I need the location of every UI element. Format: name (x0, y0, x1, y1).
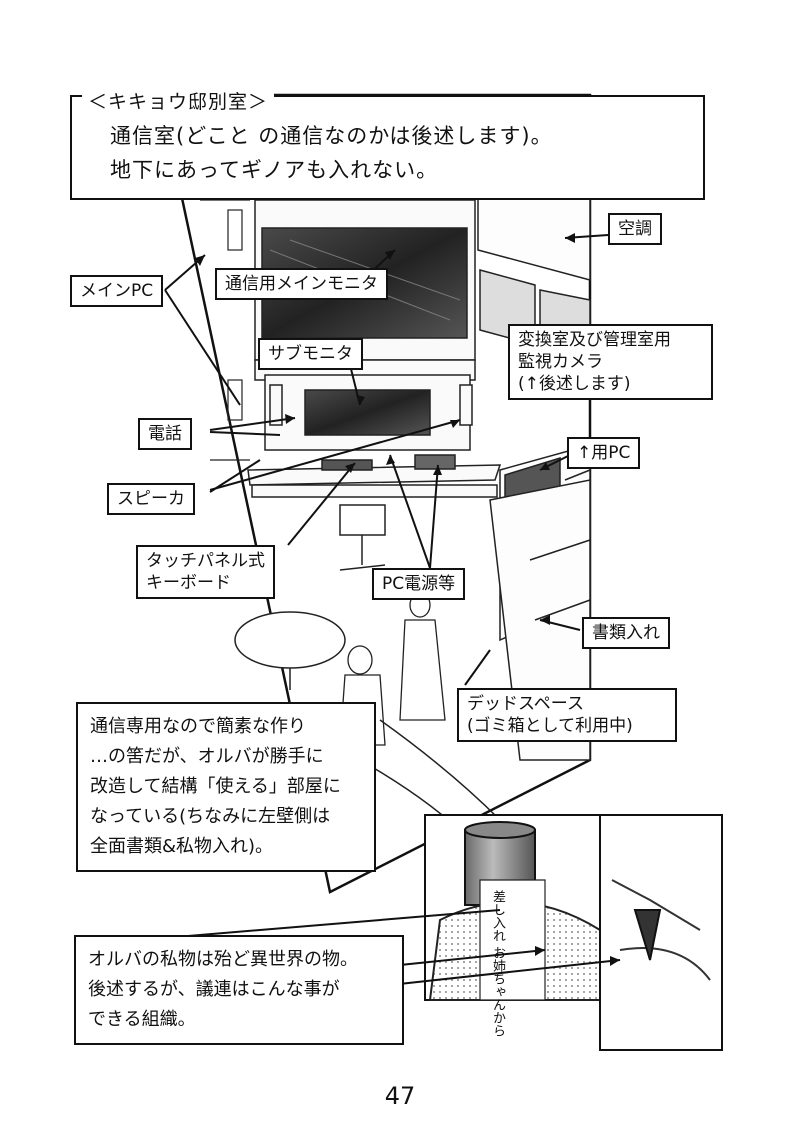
label-main-pc: メインPC (70, 275, 164, 307)
title-line-1: 通信室(どこと の通信なのかは後述します)。 (110, 124, 553, 148)
label-speaker: スピーカ (107, 483, 195, 515)
label-main-monitor: 通信用メインモニタ (215, 268, 388, 300)
label-documents: 書類入れ (582, 617, 670, 649)
label-dead-space: デッドスペース (ゴミ箱として利用中) (457, 688, 677, 742)
title-heading: ＜キキョウ邸別室＞ (82, 90, 275, 114)
handwritten-note: 差し入れ お姉ちゃんから (490, 890, 505, 1038)
left-shelves (200, 199, 250, 561)
room-note-line: 全面書類&私物入れ)。 (90, 836, 274, 857)
room-note-line: …の筈だが、オルバが勝手に (90, 746, 324, 767)
belongings-note-line: できる組織。 (88, 1009, 196, 1030)
label-camera: 変換室及び管理室用 監視カメラ (↑後述します) (508, 324, 713, 400)
room-note-line: 通信専用なので簡素な作り (90, 716, 306, 737)
label-keyboard: タッチパネル式 キーボード (136, 545, 275, 599)
arrow-heads (195, 233, 620, 966)
room-note: 通信専用なので簡素な作り …の筈だが、オルバが勝手に 改造して結構「使える」部屋… (76, 702, 376, 872)
label-arrows (79, 234, 621, 986)
page-number: 47 (384, 1082, 416, 1110)
room-note-line: 改造して結構「使える」部屋に (90, 776, 341, 797)
label-phone: 電話 (138, 418, 192, 450)
inset-panel-right (599, 814, 723, 1051)
floor-table (234, 504, 386, 690)
belongings-note-line: 後述するが、議連はこんな事が (88, 979, 340, 1000)
label-sub-monitor: サブモニタ (258, 338, 363, 370)
belongings-note: オルバの私物は殆ど異世界の物。 後述するが、議連はこんな事が できる組織。 (74, 935, 404, 1045)
label-camera-pc: ↑用PC (567, 437, 641, 469)
label-pc-power: PC電源等 (372, 568, 466, 600)
label-aircon: 空調 (608, 213, 662, 245)
room-note-line: なっている(ちなみに左壁側は (90, 806, 331, 827)
title-line-2: 地下にあってギノアも入れない。 (110, 158, 439, 182)
belongings-note-line: オルバの私物は殆ど異世界の物。 (88, 949, 358, 970)
console (247, 199, 502, 498)
